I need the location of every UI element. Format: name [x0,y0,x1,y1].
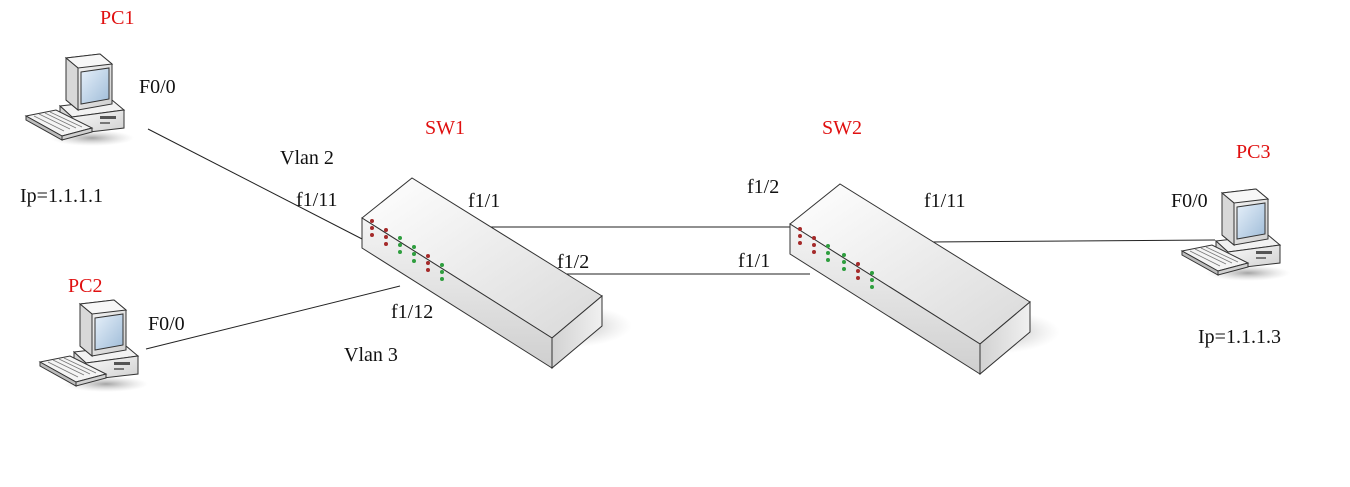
sw1-label: SW1 [425,117,465,139]
pc3-label: PC3 [1236,141,1270,163]
sw1-port-f1-1-label: f1/1 [468,190,500,212]
pc1-port-label: F0/0 [139,76,176,98]
switch-sw1[interactable] [361,177,633,369]
sw1-port-f1-12-label: f1/12 [391,301,433,323]
pc1[interactable] [25,53,135,147]
desktop-computer-icon [25,53,135,147]
switch-sw2[interactable] [789,183,1061,375]
pc3-ip-label: Ip=1.1.1.3 [1198,326,1281,348]
link-pc2-sw1 [145,285,401,350]
pc1-label: PC1 [100,7,134,29]
pc1-ip-label: Ip=1.1.1.1 [20,185,103,207]
network-switch-icon [789,183,1061,375]
sw2-port-f1-1-label: f1/1 [738,250,770,272]
link-sw2-pc3 [927,239,1216,243]
pc2-port-label: F0/0 [148,313,185,335]
sw1-port-f1-11-label: f1/11 [296,189,337,211]
sw1-port-f1-2-label: f1/2 [557,251,589,273]
links [145,128,1216,350]
pc3-port-label: F0/0 [1171,190,1208,212]
sw2-port-f1-2-label: f1/2 [747,176,779,198]
desktop-computer-icon [39,299,149,393]
sw2-port-f1-11-label: f1/11 [924,190,965,212]
sw2-label: SW2 [822,117,862,139]
status-leds [370,219,444,281]
pc2[interactable] [39,299,149,393]
vlan3-label: Vlan 3 [344,344,398,366]
status-leds [798,227,874,289]
vlan2-label: Vlan 2 [280,147,334,169]
link-pc1-sw1 [147,128,367,242]
pc2-label: PC2 [68,275,102,297]
